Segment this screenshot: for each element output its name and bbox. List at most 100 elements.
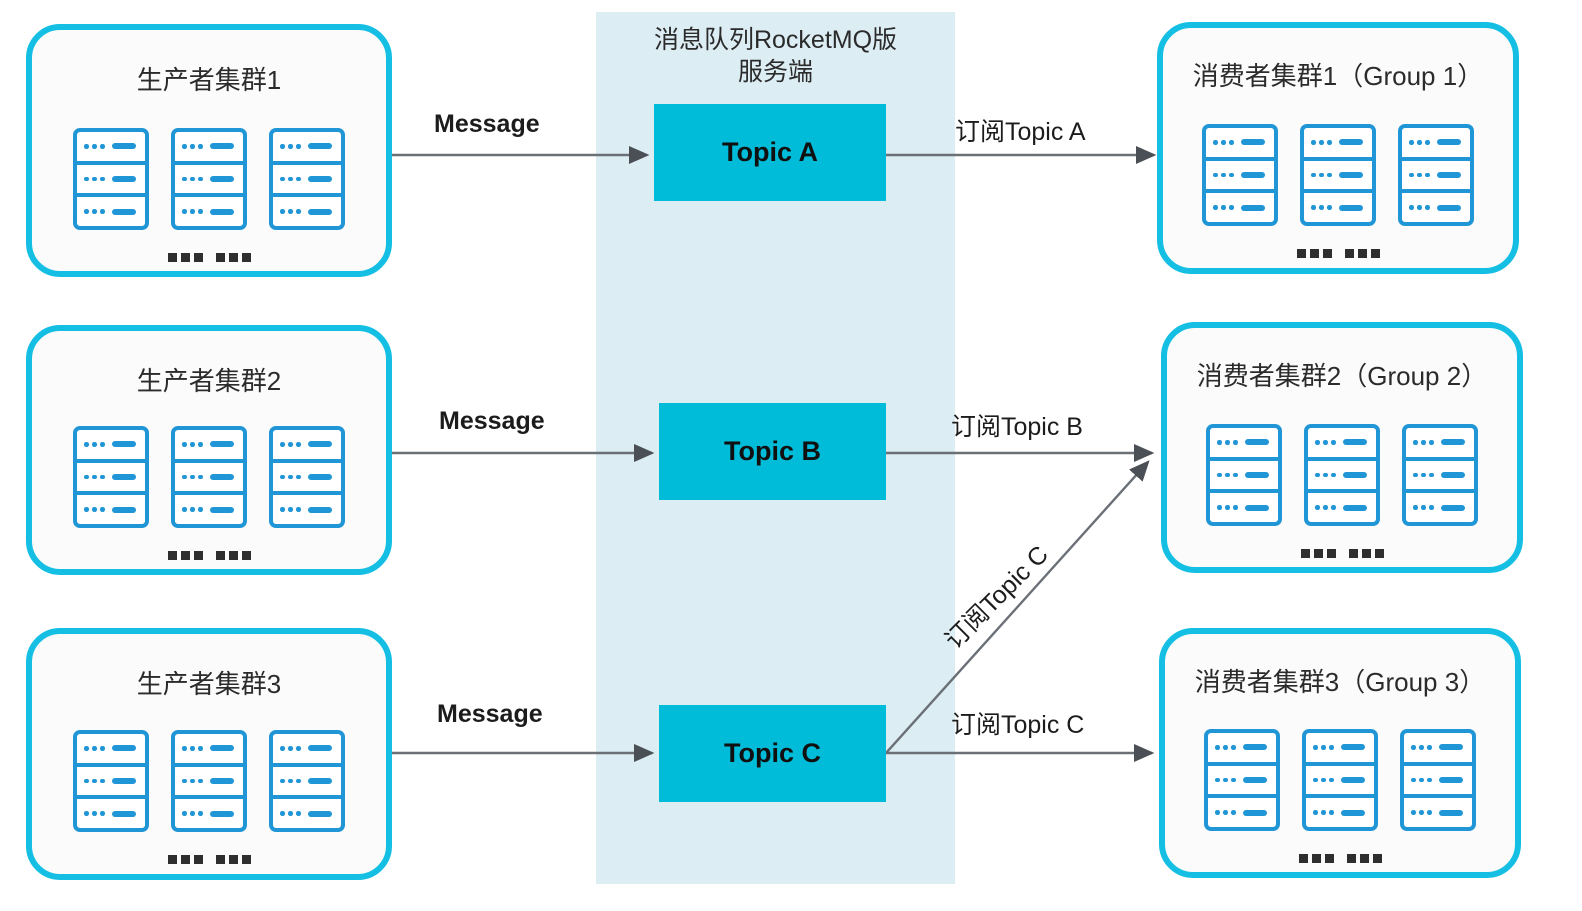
server-bar-icon [1440,472,1465,478]
server-bar-icon [209,778,234,784]
topic-box-b[interactable]: Topic B [659,403,886,500]
server-bar-icon [209,810,234,817]
producer-cluster-3[interactable]: 生产者集群3 [26,628,392,880]
server-unit [273,495,341,524]
server-status-dots-icon [84,507,105,512]
server-bar-icon [111,441,136,448]
server-status-dots-icon [182,811,203,816]
server-unit [1210,493,1278,522]
consumer-cluster-1-ellipsis [1163,249,1513,258]
server-rack-icon [1300,124,1376,226]
consumer-cluster-2-ellipsis [1167,549,1517,558]
server-unit [1406,493,1474,522]
ellipsis-dots-icon [1348,549,1384,558]
server-unit [77,767,145,800]
server-bar-icon [1440,504,1465,511]
server-status-dots-icon [84,746,105,751]
server-bar-icon [1342,472,1367,478]
server-bar-icon [307,143,332,150]
server-status-dots-icon [182,144,203,149]
server-unit [77,463,145,496]
server-bar-icon [111,143,136,150]
server-status-dots-icon [1217,505,1238,510]
topic-box-c[interactable]: Topic C [659,705,886,802]
producer-cluster-2-title: 生产者集群2 [136,366,282,396]
producer-cluster-3-racks [32,730,386,832]
server-status-dots-icon [1215,777,1236,783]
server-bar-icon [307,176,332,182]
server-unit [1308,428,1376,461]
server-bar-icon [1438,777,1463,783]
server-unit [175,767,243,800]
server-status-dots-icon [1311,140,1332,145]
producer-cluster-2[interactable]: 生产者集群2 [26,325,392,575]
server-rack-icon [1400,729,1476,831]
server-rack-icon [1202,124,1278,226]
server-status-dots-icon [1315,440,1336,445]
server-status-dots-icon [84,778,105,784]
server-bar-icon [209,745,234,752]
server-unit [175,734,243,767]
server-bar-icon [1342,504,1367,511]
server-status-dots-icon [1313,745,1334,750]
producer-cluster-1[interactable]: 生产者集群1 [26,24,392,277]
ellipsis-dots-icon [1344,249,1380,258]
ellipsis-dots-icon [167,855,203,864]
server-rack-icon [171,730,247,832]
server-rack-icon [73,730,149,832]
server-unit [1306,766,1374,799]
server-unit [273,799,341,828]
topic-box-a[interactable]: Topic A [654,104,886,201]
server-unit [175,495,243,524]
ellipsis-dots-icon [1346,854,1382,863]
server-unit [77,197,145,226]
server-status-dots-icon [84,442,105,447]
server-status-dots-icon [84,209,105,214]
consumer-cluster-2-racks [1167,424,1517,526]
server-bar-icon [1438,744,1463,751]
server-status-dots-icon [1315,505,1336,510]
server-bar-icon [1340,777,1365,783]
server-status-dots-icon [84,144,105,149]
server-bar-icon [1240,172,1265,178]
server-bar-icon [1436,172,1461,178]
server-bar-icon [1438,809,1463,816]
server-unit [273,767,341,800]
server-status-dots-icon [1311,172,1332,178]
server-bar-icon [209,474,234,480]
server-unit [1208,766,1276,799]
server-rack-icon [1302,729,1378,831]
server-bar-icon [307,506,332,513]
server-rack-icon [269,426,345,528]
server-bar-icon [307,810,332,817]
server-bar-icon [1340,744,1365,751]
server-rack-icon [73,128,149,230]
server-bar-icon [1244,504,1269,511]
ellipsis-dots-icon [215,551,251,560]
consumer-cluster-2[interactable]: 消费者集群2（Group 2） [1161,322,1523,573]
server-bar-icon [111,506,136,513]
server-unit [77,495,145,524]
server-rack-icon [269,128,345,230]
server-status-dots-icon [1413,505,1434,510]
server-bar-icon [1244,472,1269,478]
server-unit [175,132,243,165]
consumer-cluster-1[interactable]: 消费者集群1（Group 1） [1157,22,1519,274]
server-unit [1404,733,1472,766]
server-rack-icon [1398,124,1474,226]
server-unit [1210,461,1278,494]
ellipsis-dots-icon [1298,854,1334,863]
consumer-cluster-3[interactable]: 消费者集群3（Group 3） [1159,628,1521,878]
server-bar-icon [209,441,234,448]
producer-cluster-3-title: 生产者集群3 [136,669,282,699]
server-unit [273,734,341,767]
ellipsis-dots-icon [215,253,251,262]
server-bar-icon [307,745,332,752]
server-status-dots-icon [1409,172,1430,178]
server-status-dots-icon [84,811,105,816]
server-status-dots-icon [1313,777,1334,783]
server-unit [1304,193,1372,222]
server-bar-icon [1240,139,1265,146]
server-rack-icon [1402,424,1478,526]
